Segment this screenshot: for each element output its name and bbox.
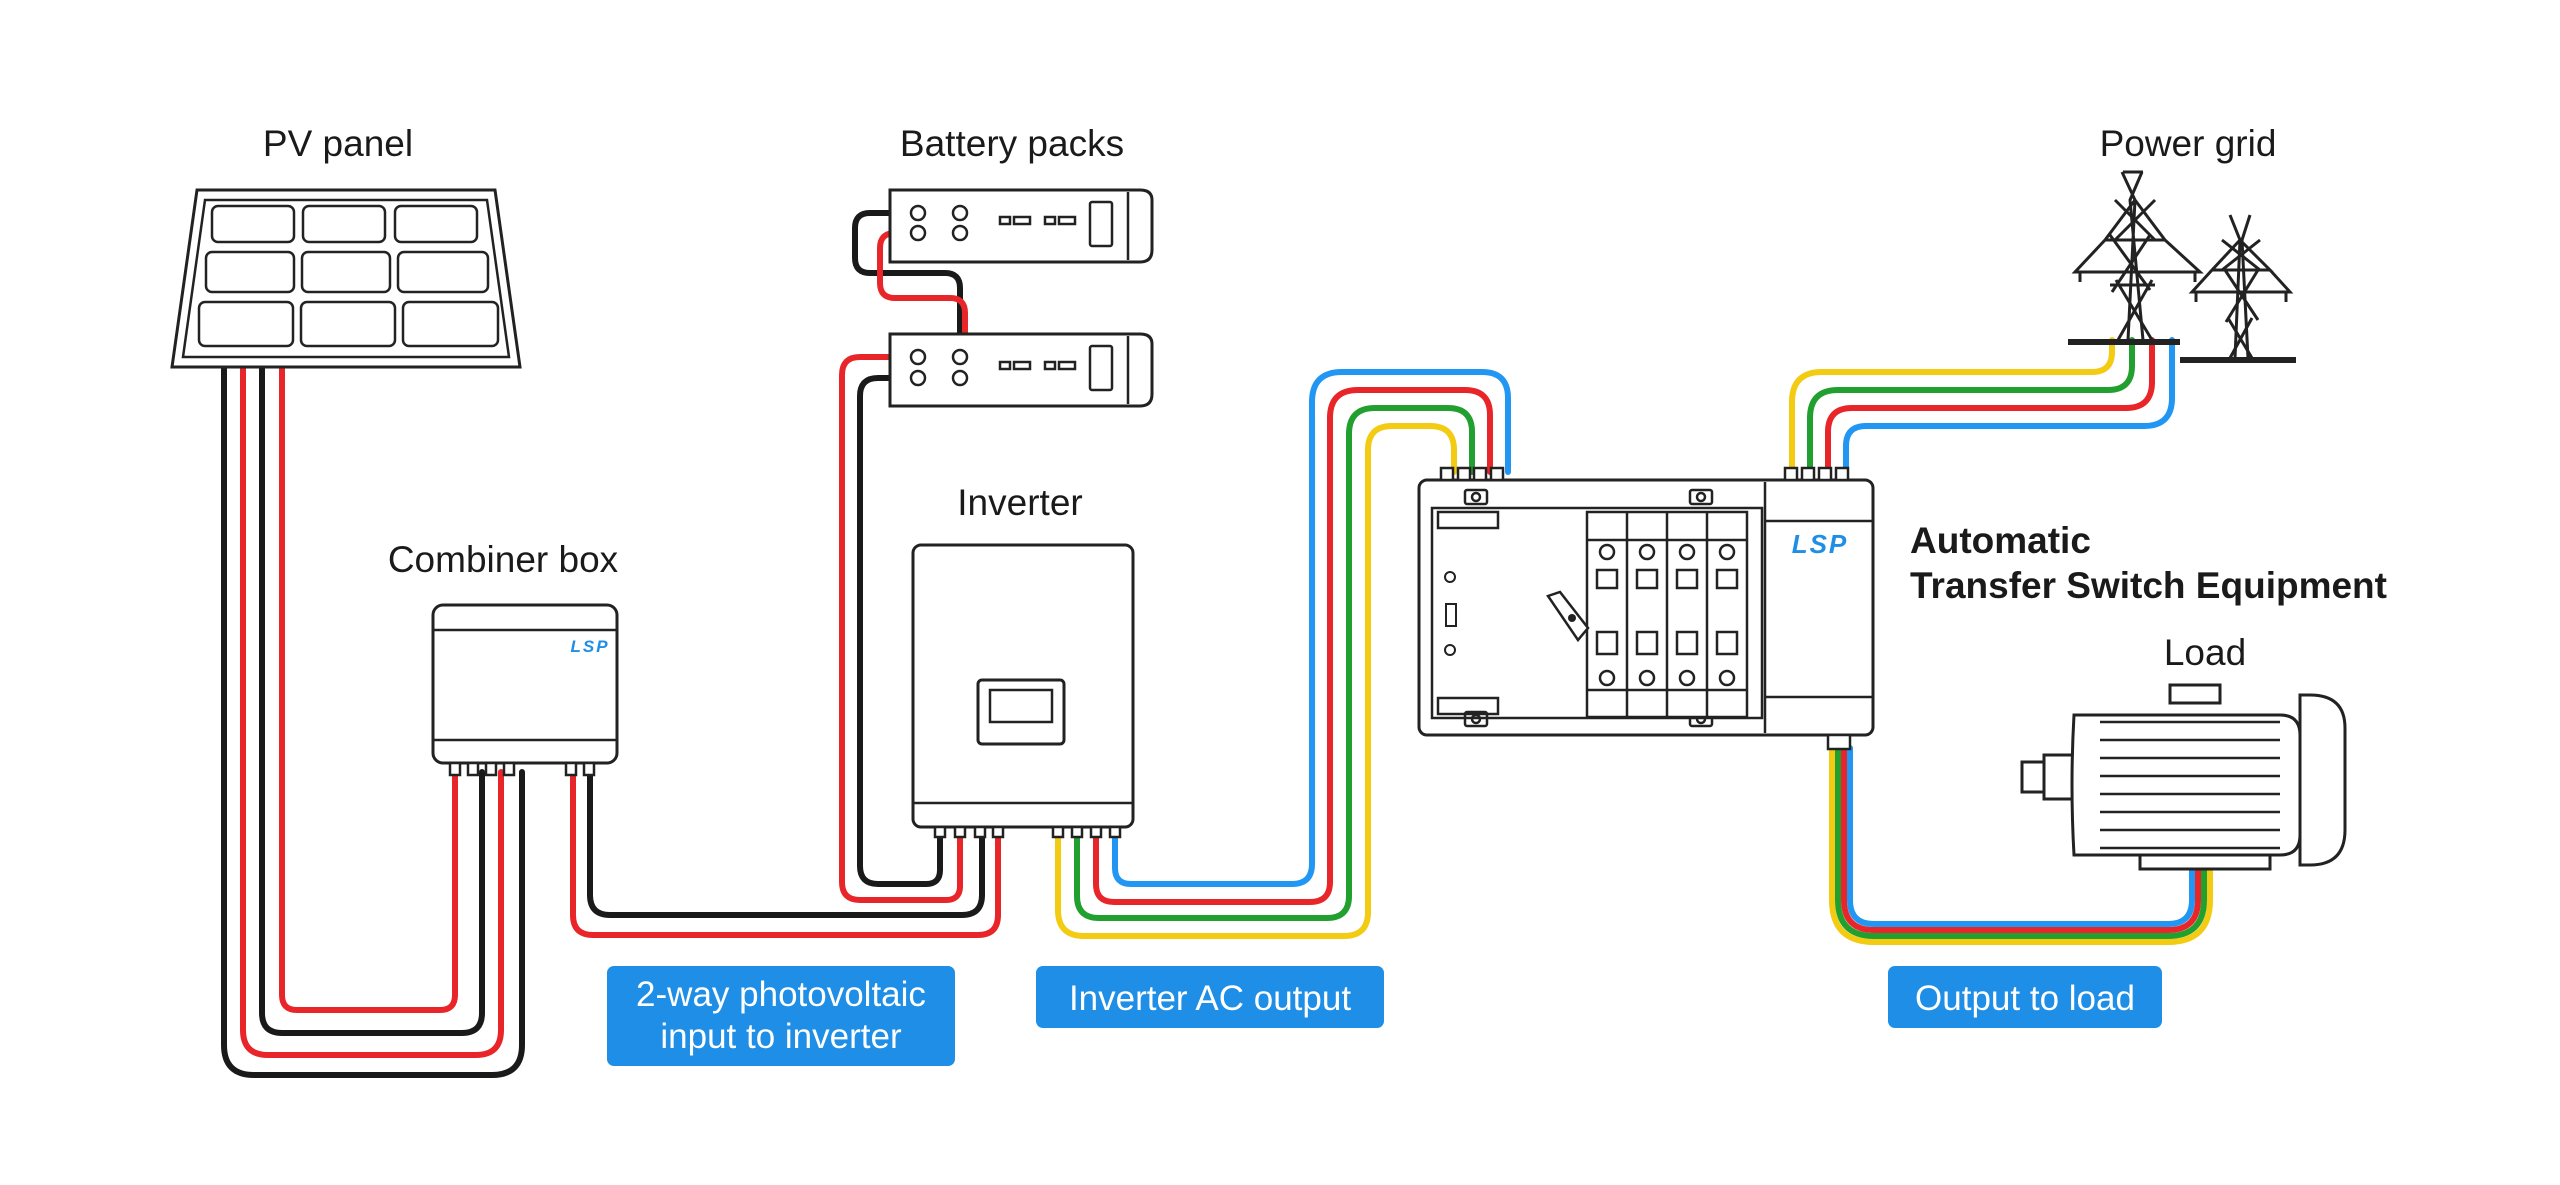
pv-input-red xyxy=(570,769,1001,938)
load-wire-green xyxy=(1835,745,2207,939)
pv-panel-label: PV panel xyxy=(263,123,413,164)
inverter-label: Inverter xyxy=(957,482,1082,523)
ac-wire-red xyxy=(1093,387,1493,905)
tag-pv-input-line2: input to inverter xyxy=(660,1017,902,1056)
pv-wire-red-outer xyxy=(240,362,504,1058)
battery-link-black xyxy=(852,210,963,360)
ac-wire-green xyxy=(1074,405,1475,921)
ac-wire-yellow xyxy=(1055,423,1457,939)
load-wire-yellow xyxy=(1829,745,2213,945)
wires xyxy=(221,210,2213,1078)
pv-wire-red-inner xyxy=(279,362,458,1013)
battery-packs-label: Battery packs xyxy=(900,123,1124,164)
battery-wire-black xyxy=(857,375,943,887)
inverter-display xyxy=(976,678,1066,746)
grid-wire-blue xyxy=(1843,337,2175,475)
tag-pv-input: 2-way photovoltaic input to inverter xyxy=(607,966,955,1066)
ats-label-line2: Transfer Switch Equipment xyxy=(1910,565,2387,606)
load-motor: Load xyxy=(2020,632,2347,871)
pv-wire-black-inner xyxy=(259,362,485,1036)
ats-handle[interactable] xyxy=(1546,590,1590,643)
tag-inverter-ac: Inverter AC output xyxy=(1036,966,1384,1028)
pv-wire-black-outer xyxy=(221,362,525,1078)
battery-pack-bottom xyxy=(888,332,1154,408)
combiner-logo: LSP xyxy=(570,637,609,656)
tag-pv-input-line1: 2-way photovoltaic xyxy=(636,975,926,1014)
ats-unit: LSP Automatic Transfer Switch Equipment xyxy=(1417,466,2387,751)
grid-wire-red xyxy=(1825,337,2155,475)
transmission-tower-large xyxy=(2071,170,2204,341)
grid-wire-yellow xyxy=(1789,337,2115,475)
load-label: Load xyxy=(2164,632,2246,673)
battery-link-red xyxy=(877,230,968,381)
pv-panel: PV panel xyxy=(170,123,522,369)
load-wire-red xyxy=(1841,745,2201,933)
ac-wire-blue xyxy=(1112,369,1511,887)
inverter: Inverter xyxy=(911,482,1135,839)
ats-logo: LSP xyxy=(1792,529,1849,559)
combiner-box-label: Combiner box xyxy=(388,539,619,580)
transmission-tower-small xyxy=(2188,214,2294,359)
load-wire-blue xyxy=(1847,745,2195,927)
battery-wire-red xyxy=(839,354,963,903)
power-grid-label: Power grid xyxy=(2100,123,2277,164)
battery-packs: Battery packs xyxy=(888,123,1154,408)
battery-pack-top xyxy=(888,188,1154,264)
combiner-box: Combiner box LSP xyxy=(388,539,619,777)
ats-label-line1: Automatic xyxy=(1910,520,2091,561)
pv-input-black xyxy=(587,769,985,918)
tag-inverter-ac-text: Inverter AC output xyxy=(1069,979,1351,1018)
power-grid: Power grid xyxy=(2068,123,2296,363)
tag-output-load: Output to load xyxy=(1888,966,2162,1028)
tag-output-load-text: Output to load xyxy=(1915,979,2135,1018)
ats-breaker-poles xyxy=(1585,510,1749,719)
grid-wire-green xyxy=(1807,337,2135,475)
